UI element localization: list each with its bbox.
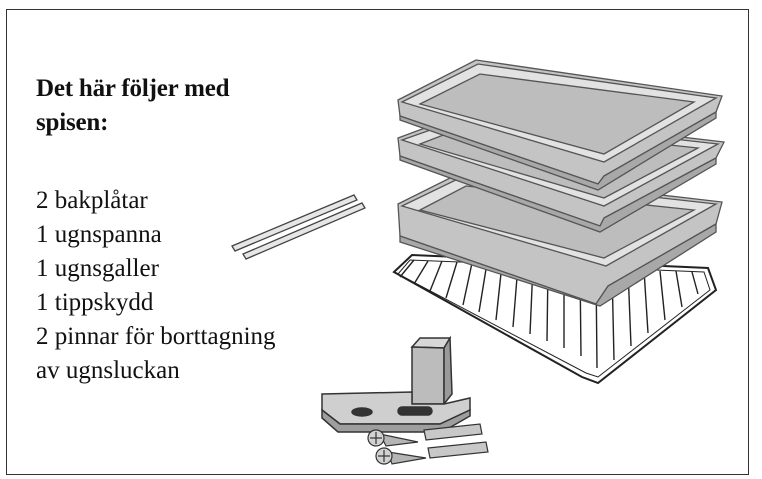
page-heading: Det här följer med spisen:	[36, 75, 230, 136]
baking-trays-illustration	[397, 59, 725, 307]
list-item: 2 pinnar för borttagning	[36, 323, 276, 350]
list-item: 1 ugnspanna	[36, 221, 162, 248]
anti-tip-bracket-illustration	[321, 335, 471, 433]
oven-rack-illustration	[392, 253, 718, 385]
included-items-list: 2 bakplåtar 1 ugnspanna 1 ugnsgaller 1 t…	[36, 184, 276, 388]
list-item: 1 ugnsgaller	[36, 255, 159, 282]
list-item: 2 bakplåtar	[36, 187, 148, 214]
list-item: av ugnsluckan	[36, 357, 180, 384]
list-item: 1 tippskydd	[36, 289, 154, 316]
screws-and-plugs-illustration	[367, 423, 489, 465]
pins-illustration	[231, 194, 366, 260]
